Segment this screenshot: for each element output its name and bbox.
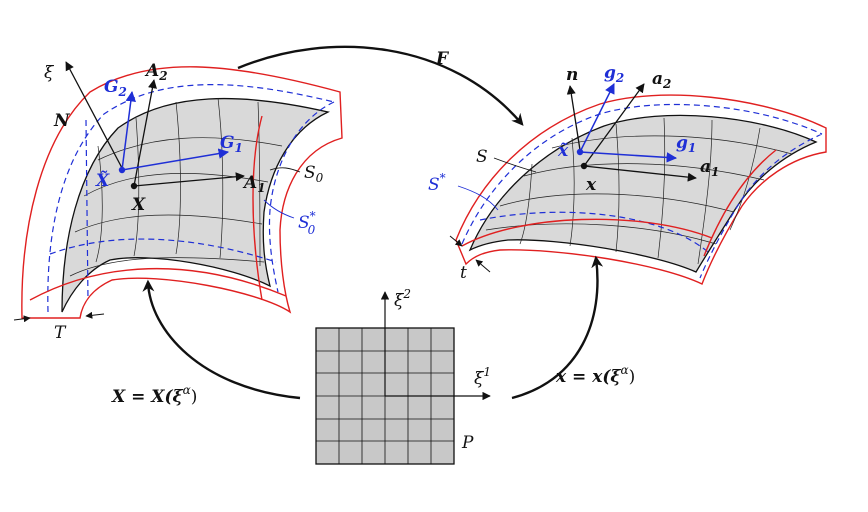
G1-vector [121, 148, 230, 171]
current-shell [449, 83, 827, 285]
label-X: X [131, 195, 146, 215]
label-G2: G2 [104, 77, 127, 99]
label-map-X: X = X(ξα) [111, 383, 197, 407]
label-a1: a1 [700, 157, 719, 179]
label-g2: g2 [604, 63, 624, 85]
thickness-arrow-left [13, 315, 31, 323]
G2-vector [121, 90, 137, 171]
S0star-leader [263, 199, 295, 219]
X-tilde-point [118, 166, 126, 174]
label-A1: A1 [242, 173, 266, 195]
S0-leader [269, 167, 301, 173]
label-S0star: S*0 [298, 209, 316, 237]
current-red-edges [461, 149, 777, 257]
label-t: t [460, 263, 467, 283]
label-x-tilde: x̃ [557, 141, 569, 161]
current-grid [485, 117, 793, 265]
a1-vector [583, 165, 697, 182]
X-point [130, 182, 138, 190]
thin-arrow-t-right [475, 259, 491, 273]
label-x: x [585, 175, 597, 195]
map-F-arrow [237, 45, 524, 126]
xi-axis-arrow [65, 61, 123, 169]
reference-surface [61, 97, 330, 313]
map-x-arrow [511, 255, 604, 400]
label-Sstar: S* [428, 171, 446, 195]
thin-arrow-t-left [449, 235, 463, 247]
label-xi: ξ [44, 63, 55, 83]
label-map-x: x = x(ξα) [555, 363, 635, 387]
x-tilde-point [576, 148, 584, 156]
current-surface [468, 114, 818, 273]
g2-vector [579, 83, 615, 153]
current-dashed-layer [461, 103, 823, 279]
label-xi2: ξ2 [394, 287, 411, 311]
map-X-arrow [142, 279, 301, 400]
S-leader [493, 157, 537, 173]
Sstar-leader [457, 185, 499, 211]
reference-outer-boundary [21, 66, 343, 319]
n-vector [566, 85, 581, 151]
reference-dashed-layer [47, 84, 335, 313]
label-A2: A2 [144, 61, 168, 83]
reference-shell [13, 61, 343, 323]
label-g1: g1 [676, 133, 696, 155]
parameter-domain [315, 291, 491, 465]
thickness-arrow-right [85, 311, 105, 319]
label-xi1: ξ1 [474, 365, 491, 389]
label-F: F [435, 49, 450, 69]
A2-vector [133, 79, 157, 187]
A1-vector [133, 172, 245, 187]
label-S: S [476, 147, 488, 167]
label-T: T [54, 323, 67, 343]
reference-red-edges [29, 115, 287, 301]
current-outer-boundary [455, 94, 827, 285]
label-P: P [461, 433, 474, 453]
label-N: N [53, 111, 71, 131]
g1-vector [579, 151, 678, 163]
label-X-tilde: X̃ [95, 171, 110, 191]
label-G1: G1 [220, 133, 243, 155]
label-S0: S0 [304, 163, 324, 185]
x-point [580, 162, 588, 170]
label-a2: a2 [652, 69, 671, 91]
label-n: n [566, 65, 578, 85]
